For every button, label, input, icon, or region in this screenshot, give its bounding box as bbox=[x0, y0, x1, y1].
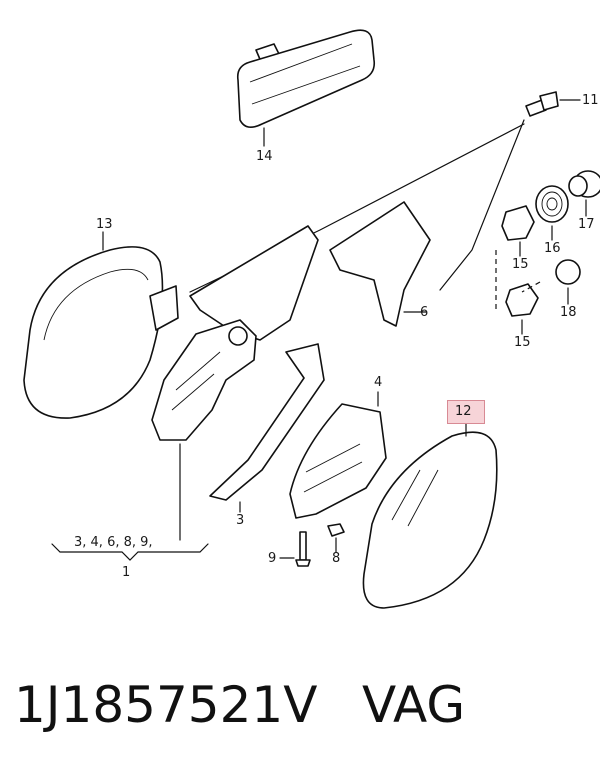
label-12: 12 bbox=[455, 404, 472, 419]
label-15-lower: 15 bbox=[514, 335, 531, 350]
part-4-housing-shell bbox=[289, 391, 387, 519]
manufacturer-caption: VAG bbox=[362, 676, 466, 734]
exploded-parts-diagram: 1 3, 4, 6, 8, 9, 3 4 6 8 9 11 12 13 14 1… bbox=[23, 29, 600, 609]
label-9: 9 bbox=[268, 551, 277, 566]
label-1: 1 bbox=[122, 565, 131, 580]
label-14: 14 bbox=[256, 149, 273, 164]
part-18-knob bbox=[555, 259, 581, 305]
label-15-upper: 15 bbox=[512, 257, 529, 272]
mirror-base-bracket bbox=[151, 225, 319, 541]
label-11: 11 bbox=[582, 93, 599, 108]
label-8: 8 bbox=[332, 551, 341, 566]
part-number-caption: 1J1857521V bbox=[14, 676, 318, 734]
label-16: 16 bbox=[544, 241, 561, 256]
part-12-highlight bbox=[447, 400, 485, 424]
part-14-rearview-mirror bbox=[236, 29, 376, 147]
door-frame bbox=[189, 119, 541, 327]
part-8-clip bbox=[327, 523, 345, 553]
part-17-knob bbox=[568, 170, 600, 217]
part-9-screw bbox=[279, 531, 311, 567]
part-11-bolt bbox=[525, 91, 581, 117]
label-3: 3 bbox=[236, 513, 245, 528]
part-13-mirror-cap bbox=[23, 231, 179, 419]
part-15-nut-upper bbox=[501, 205, 535, 257]
part-15-nut-lower bbox=[505, 283, 539, 335]
label-18: 18 bbox=[560, 305, 577, 320]
label-6: 6 bbox=[420, 305, 429, 320]
part-16-spring bbox=[535, 185, 569, 241]
label-1-list: 3, 4, 6, 8, 9, bbox=[74, 535, 153, 550]
part-1-group-bracket bbox=[51, 543, 209, 561]
label-13: 13 bbox=[96, 217, 113, 232]
part-12-mirror-glass bbox=[362, 423, 498, 609]
label-4: 4 bbox=[374, 375, 383, 390]
label-17: 17 bbox=[578, 217, 595, 232]
diagram-drawing bbox=[23, 29, 600, 609]
part-3-trim-strip bbox=[209, 343, 325, 513]
